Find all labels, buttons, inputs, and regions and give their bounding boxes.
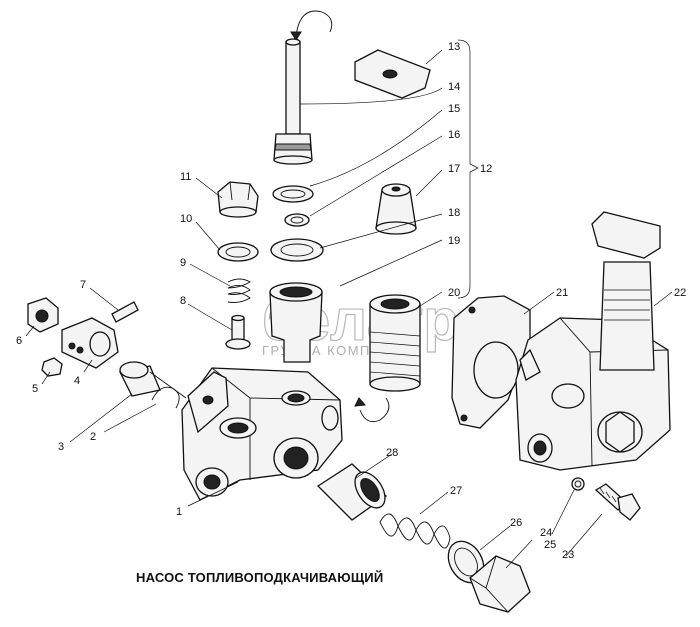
- callout-25: 25: [544, 539, 556, 551]
- callout-19: 19: [448, 235, 460, 247]
- plug-part-11: [217, 181, 259, 218]
- spring-part-27: [379, 513, 451, 549]
- plug-part-25: [469, 555, 531, 613]
- nut-part-20: [369, 294, 421, 392]
- valve-part-3: [119, 361, 187, 399]
- callout-22: 22: [674, 287, 686, 299]
- callout-2: 2: [90, 431, 96, 443]
- callout-26: 26: [510, 517, 522, 529]
- washer-part-16: [284, 213, 310, 227]
- callout-13: 13: [448, 41, 460, 53]
- callout-5: 5: [32, 383, 38, 395]
- callout-20: 20: [448, 287, 460, 299]
- pin-part-7: [111, 301, 139, 323]
- lock-ring-part-2: [151, 386, 180, 409]
- nut-part-6: [27, 297, 59, 333]
- sleeve-part-19: [269, 282, 323, 363]
- rotation-arrow-top: [290, 10, 333, 41]
- spring-part-9: [227, 278, 251, 303]
- diagram-caption: НАСОС ТОПЛИВОПОДКАЧИВАЮЩИЙ: [136, 570, 383, 585]
- bolt-part-23: [594, 483, 641, 521]
- callout-21: 21: [556, 287, 568, 299]
- plate-part-13: [354, 49, 431, 99]
- callout-24: 24: [540, 527, 552, 539]
- washer-part-10: [217, 242, 259, 262]
- callout-8: 8: [180, 295, 186, 307]
- callout-12: 12: [480, 163, 492, 175]
- callout-6: 6: [16, 335, 22, 347]
- callout-11: 11: [180, 171, 191, 183]
- callout-9: 9: [180, 257, 186, 269]
- callout-14: 14: [448, 81, 460, 93]
- valve-part-8: [225, 314, 251, 350]
- callout-7: 7: [80, 279, 86, 291]
- washer-part-24: [571, 477, 585, 491]
- callout-28: 28: [386, 447, 398, 459]
- gasket-part-21: [451, 295, 531, 429]
- callout-labels: 1 2 3 4 5 6 7 8 9 10 11 12 13 14 15 16 1…: [16, 41, 686, 561]
- callout-10: 10: [180, 213, 192, 225]
- callout-1: 1: [176, 506, 182, 518]
- washer-part-15: [272, 185, 314, 203]
- nut-part-5: [41, 357, 63, 377]
- callout-3: 3: [58, 441, 64, 453]
- leader-lines: [25, 39, 673, 569]
- bracket-part-4: [61, 317, 119, 369]
- callout-17: 17: [448, 163, 460, 175]
- cap-part-17: [375, 183, 417, 235]
- callout-15: 15: [448, 103, 460, 115]
- plunger-rod-part-14: [273, 38, 313, 165]
- sleeve-part-28: [316, 463, 388, 521]
- pump-body-part-1: [181, 367, 343, 501]
- assembled-pump-part-22: [515, 211, 671, 471]
- callout-18: 18: [448, 207, 460, 219]
- callout-23: 23: [562, 549, 574, 561]
- callout-4: 4: [74, 375, 80, 387]
- callout-16: 16: [448, 129, 460, 141]
- rotation-arrow-bottom: [354, 397, 390, 423]
- callout-27: 27: [450, 485, 462, 497]
- washer-part-18: [270, 238, 324, 262]
